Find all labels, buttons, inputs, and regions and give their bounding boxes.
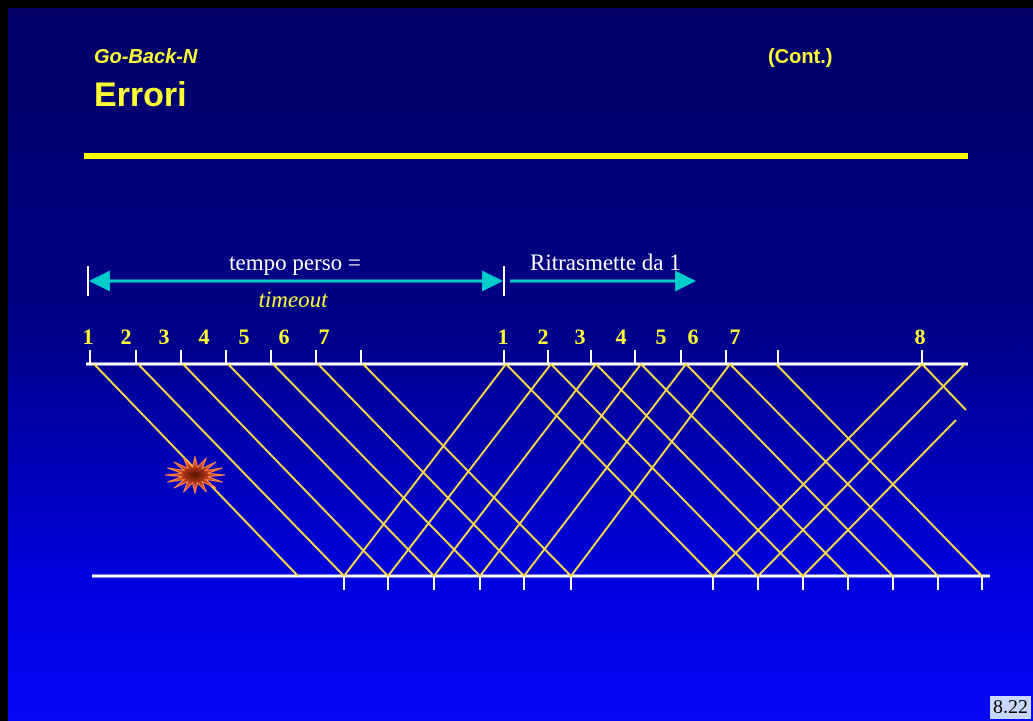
- frame-line: [272, 363, 481, 577]
- frame-line: [505, 363, 714, 577]
- frame-line: [775, 363, 983, 577]
- frame-number: 5: [656, 324, 667, 349]
- timeout-label: timeout: [259, 287, 329, 312]
- frame-line: [921, 363, 967, 411]
- slide-continued-label: (Cont.): [768, 46, 833, 68]
- frame-number: 3: [575, 324, 586, 349]
- frame-line: [227, 363, 435, 577]
- frame-line: [729, 363, 939, 577]
- ack-line: [757, 363, 966, 577]
- frame-line: [595, 363, 804, 577]
- ack-line: [802, 419, 957, 577]
- frame-number: 1: [83, 324, 94, 349]
- frame-line: [685, 363, 894, 577]
- frame-number: 3: [159, 324, 170, 349]
- frame-number: 7: [319, 324, 330, 349]
- ack-line: [433, 363, 597, 577]
- frame-number: 2: [121, 324, 132, 349]
- frame-number: 1: [498, 324, 509, 349]
- frame-line: [550, 363, 759, 577]
- frame-number: 2: [538, 324, 549, 349]
- retransmit-label: Ritrasmette da 1: [530, 250, 681, 275]
- frame-line: [182, 363, 389, 577]
- ack-line: [712, 363, 923, 577]
- frame-number: 7: [730, 324, 741, 349]
- frame-line: [137, 363, 345, 577]
- ack-line: [479, 363, 642, 577]
- frame-number: 5: [239, 324, 250, 349]
- frame-number: 6: [688, 324, 699, 349]
- slide: Go-Back-N (Cont.) Errori tempo perso = t…: [8, 8, 1033, 721]
- title-underline: [84, 153, 968, 159]
- page-number: 8.22: [990, 696, 1031, 719]
- frame-number: 4: [199, 324, 210, 349]
- ack-line: [523, 363, 687, 577]
- go-back-n-diagram: tempo perso = timeout Ritrasmette da 1 1…: [83, 250, 990, 590]
- frame-number: 4: [616, 324, 627, 349]
- explosion-icon: [164, 456, 226, 494]
- frame-line: [317, 363, 525, 577]
- frame-number: 8: [915, 324, 926, 349]
- frame-number: 6: [279, 324, 290, 349]
- slide-subtitle: Go-Back-N: [94, 46, 198, 68]
- ack-line: [570, 363, 731, 577]
- frame-line: [640, 363, 849, 577]
- ack-line: [387, 363, 552, 577]
- timeline-ticks: [89, 350, 983, 590]
- slide-title: Errori: [94, 76, 187, 114]
- frame-lines: [93, 363, 983, 577]
- frame-line: [362, 363, 572, 577]
- ack-line: [343, 363, 507, 577]
- lost-time-label: tempo perso =: [229, 250, 361, 275]
